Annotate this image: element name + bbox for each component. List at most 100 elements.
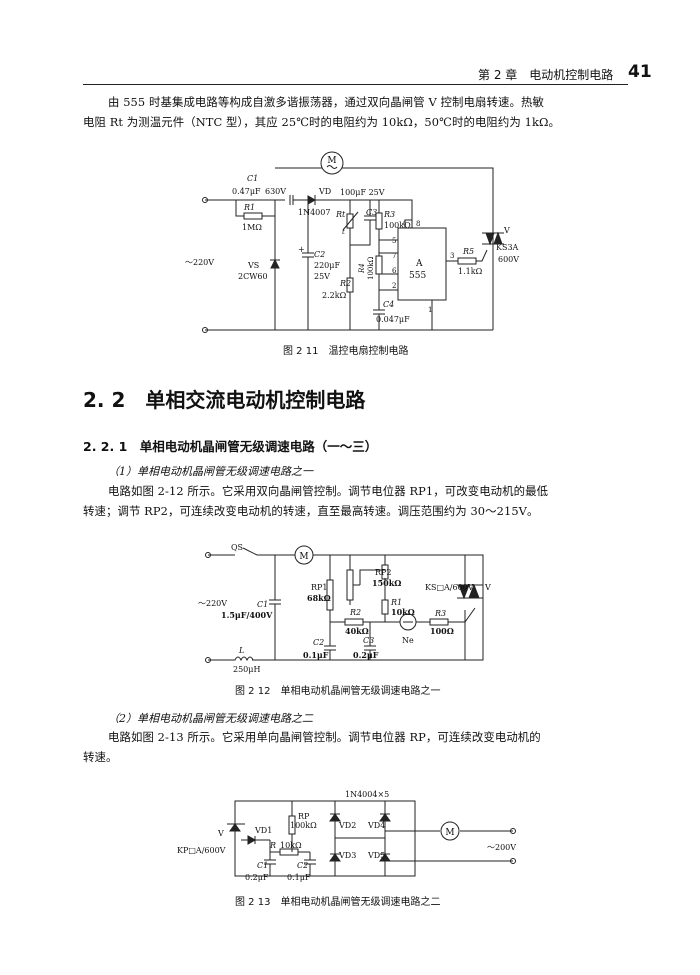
r-value-213: 10kΩ [280, 841, 302, 850]
vs-label: VS [247, 261, 259, 270]
vd-model: 1N4007 [298, 208, 330, 217]
rp2-potentiometer [346, 569, 354, 601]
c3-top-label: 100μF 25V [340, 188, 385, 197]
c1-voltage: 630V [265, 187, 286, 196]
c2-label-213: C2 [297, 861, 308, 870]
r5-label: R5 [462, 247, 474, 256]
l-value: 250μH [233, 665, 260, 674]
c1-capacitor-212 [269, 555, 281, 660]
ks-label: KS□A/600V [425, 583, 474, 592]
r2-value: 2.2kΩ [322, 291, 347, 300]
qs-label: QS [231, 543, 243, 552]
r1-resistor [243, 212, 263, 220]
vd1-diode-icon [247, 835, 257, 845]
c3-capacitor-212 [364, 640, 376, 660]
section-heading-2-2-1: 2. 2. 1 单相电动机晶闸管无级调速电路（一～三） [83, 439, 378, 454]
pin-2: 2 [392, 282, 396, 290]
ac-label-212: ～220V [198, 599, 227, 608]
motor-icon-213 [440, 821, 460, 841]
r1-value: 1MΩ [242, 223, 262, 232]
c3-capacitor [350, 200, 376, 246]
c3-value-212: 0.2μF [353, 650, 379, 660]
r1-resistor-212 [381, 599, 389, 615]
c2-value-213: 0.1μF [287, 873, 311, 882]
subheading-1: （1）单相电动机晶闸管无级调速电路之一 [108, 465, 313, 478]
rp1-value: 68kΩ [307, 593, 331, 603]
r4-resistor [375, 255, 383, 275]
triac-v-label: V [503, 226, 510, 235]
ic-555-chip [397, 227, 447, 301]
r2-label-212: R2 [349, 608, 361, 617]
scr-v-icon [229, 823, 241, 832]
c4-label: C4 [383, 300, 394, 309]
figure-2-11-caption: 图 2 11 温控电扇控制电路 [283, 346, 409, 357]
figure-2-12-caption: 图 2 12 单相电动机晶闸管无级调速电路之一 [235, 686, 441, 697]
r2-value-212: 40kΩ [345, 626, 369, 636]
section-heading-2-2: 2. 2 单相交流电动机控制电路 [83, 388, 366, 412]
wires-212 [208, 547, 484, 661]
c1-label-213: C1 [257, 861, 268, 870]
rp-label-213: RP [298, 812, 310, 821]
motor-label-212: M [299, 552, 308, 562]
para-2-line-1: 电路如图 2-13 所示。它采用单向晶闸管控制。调节电位器 RP，可连续改变电动… [108, 730, 541, 744]
pin-3: 3 [450, 252, 454, 260]
c1-label-212: C1 [257, 600, 268, 609]
c1-value-213: 0.2μF [245, 873, 269, 882]
scr-v-label: V [217, 829, 224, 838]
rp1-potentiometer [326, 579, 334, 611]
c2-capacitor-212 [324, 640, 336, 660]
figure-2-13: 1N4004×5 V KP□A/600V VD1 RP 100kΩ R 10kΩ… [177, 790, 516, 882]
vd4-diode-icon [379, 813, 391, 822]
r3-label-212: R3 [434, 609, 446, 618]
l-inductor-icon [208, 656, 254, 662]
r4-label: R4 [358, 263, 366, 274]
c2-voltage: 25V [314, 272, 330, 281]
para-1-line-1: 电路如图 2-12 所示。它采用双向晶闸管控制。调节电位器 RP1，可改变电动机… [108, 484, 549, 498]
vd4-label: VD4 [367, 821, 385, 830]
r3-resistor-212 [429, 618, 449, 626]
ne-label: Ne [402, 636, 414, 645]
pin-6: 6 [392, 267, 397, 275]
chip-a-label: A [415, 259, 423, 269]
c2-value: 220μF [314, 261, 340, 270]
intro-line-2: 电阻 Rt 为测温元件（NTC 型），其应 25℃时的电阻约为 10kΩ，50℃… [83, 115, 561, 129]
c2-label: C2 [314, 250, 325, 259]
c1-value-212: 1.5μF/400V [221, 610, 273, 620]
r5-resistor [457, 257, 477, 265]
ac-label: ～220V [185, 258, 214, 267]
r4-value: 100kΩ [367, 256, 375, 280]
c2-plus: + [298, 245, 305, 254]
ac-label-213: ～200V [487, 843, 516, 852]
c1-capacitor-213 [264, 852, 276, 876]
vd3-diode-icon [329, 853, 341, 862]
r1-value-212: 10kΩ [391, 607, 415, 617]
r3-value-212: 100Ω [430, 626, 454, 636]
rp-value-213: 100kΩ [290, 821, 317, 830]
vs-zener-icon [270, 258, 280, 269]
pin-5: 5 [392, 237, 396, 245]
motor-label: M [327, 156, 336, 166]
rp2-value: 150kΩ [372, 578, 401, 588]
terminal-bottom-213 [510, 858, 516, 864]
r3-value: 100kΩ [384, 221, 411, 230]
figure-2-13-caption: 图 2 13 单相电动机晶闸管无级调速电路之二 [235, 897, 441, 908]
vs-model: 2CW60 [238, 272, 268, 281]
motor-icon-212 [294, 545, 314, 565]
triac-voltage: 600V [498, 255, 519, 264]
terminal-top-212 [205, 552, 211, 558]
pin-1: 1 [428, 306, 432, 314]
figure-2-11: M C1 0.47μF 630V R1 1MΩ VD 1N4007 VS 2CW… [185, 151, 519, 333]
subheading-2: （2）单相电动机晶闸管无级调速电路之二 [108, 712, 313, 725]
c2-capacitor [302, 200, 314, 330]
c2-label-212: C2 [313, 638, 324, 647]
c1-capacitor [275, 195, 308, 205]
page-number: 41 [628, 62, 652, 82]
figure-2-12: QS M C1 1.5μF/400V ～220V L 250μH RP2 150… [198, 543, 491, 674]
bridge-label: 1N4004×5 [345, 790, 389, 799]
rp2-label: RP2 [375, 568, 392, 577]
r5-value: 1.1kΩ [458, 267, 483, 276]
rt-label: Rt [335, 210, 346, 219]
para-2-line-2: 转速。 [83, 750, 118, 764]
rp1-label: RP1 [311, 583, 328, 592]
pin-8: 8 [416, 220, 420, 228]
